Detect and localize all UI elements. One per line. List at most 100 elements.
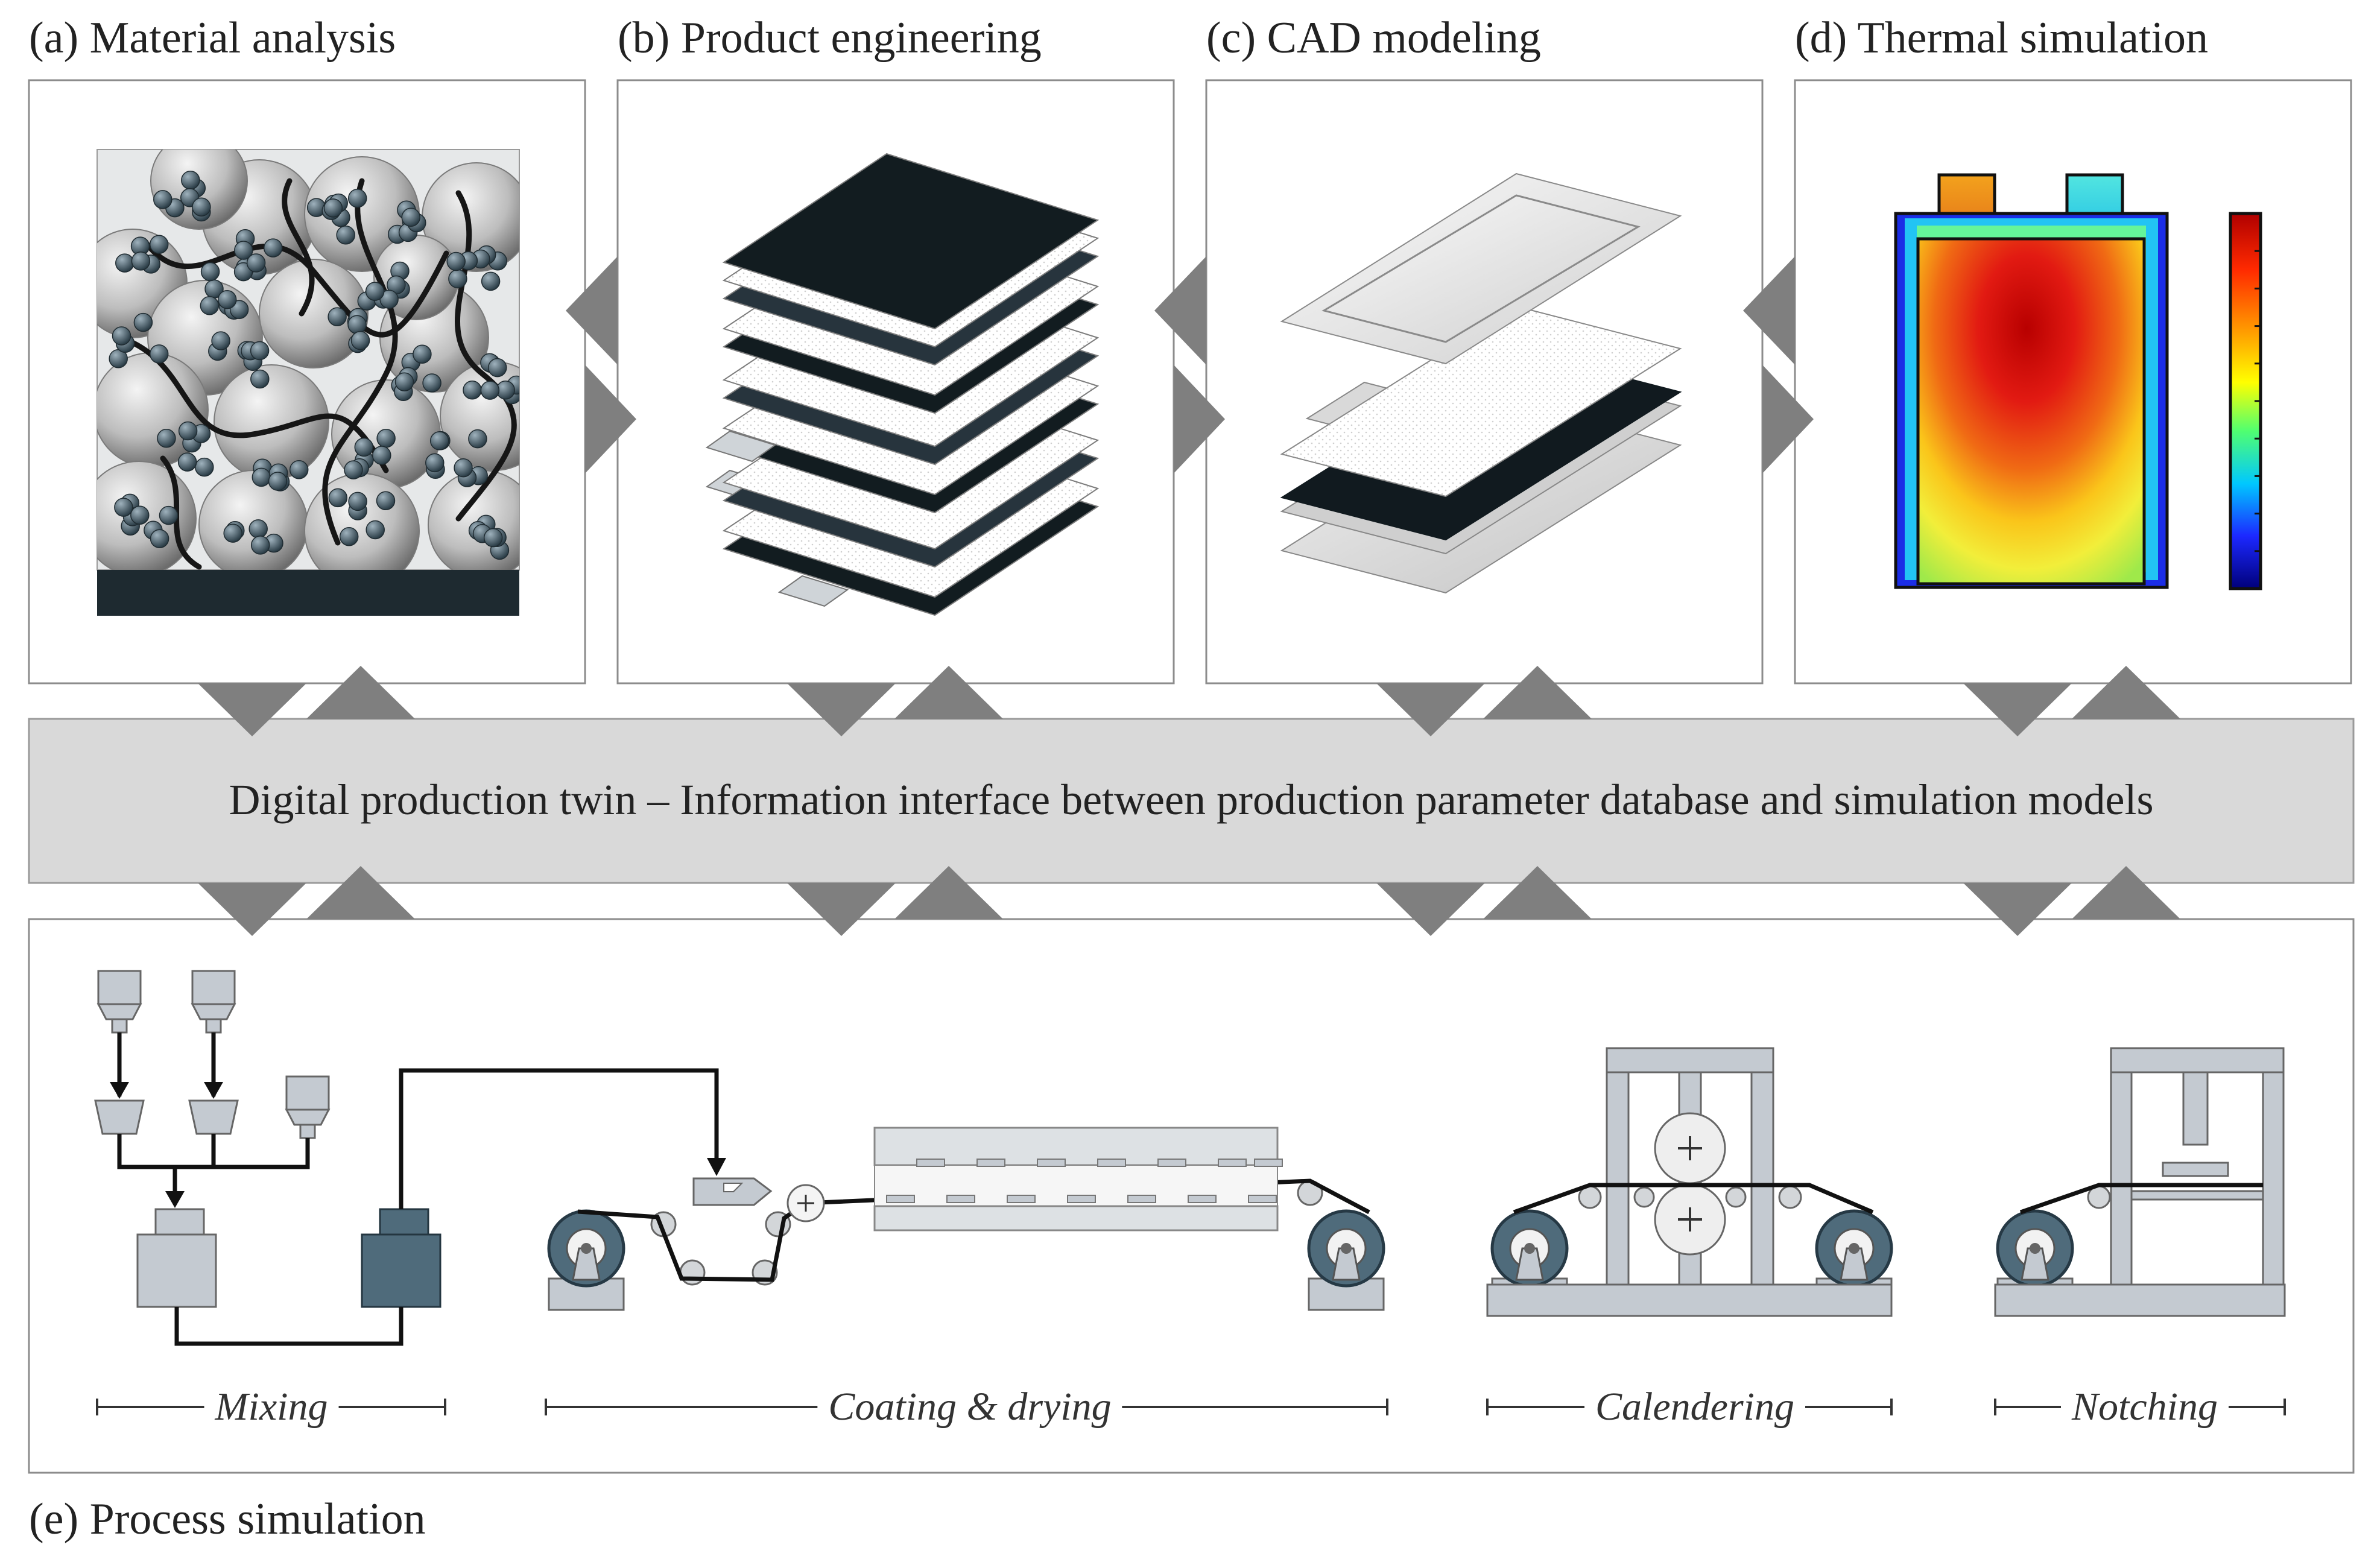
slurry-transfer-line [174,1307,404,1346]
carbon-particle [344,460,363,479]
carbon-particle [425,453,445,473]
carbon-particle [200,296,220,315]
dosing-hopper [285,1075,330,1111]
dryer-nozzle [1007,1195,1036,1203]
arrow-down-to-process [1963,883,2072,936]
panel-e-label: (e) Process simulation [29,1494,426,1544]
carbon-particle [454,458,473,478]
arrow-left-a-b [566,256,618,365]
carbon-particle [347,189,367,208]
rewind-roll-axle [1341,1243,1352,1254]
carbon-particle [429,431,449,451]
carbon-particle [114,498,133,517]
binder-strand [118,335,389,473]
carbon-particle [115,253,135,273]
carbon-particle [149,344,169,364]
carbon-particle [483,528,503,548]
carbon-particle [159,505,179,525]
carbon-particle [463,381,482,400]
dryer-nozzle [1254,1159,1283,1167]
carbon-particle [200,262,220,282]
carbon-particle [376,429,396,448]
dryer-nozzle [1248,1195,1277,1203]
arrow-down-to-process [1376,883,1485,936]
material-microstructure [97,149,520,616]
panel-b-label: (b) Product engineering [618,13,1042,63]
coating-die-slot [723,1183,744,1192]
notching-top-beam [2110,1047,2285,1073]
carbon-particle [347,315,367,334]
dryer-nozzle [1097,1159,1126,1167]
dosing-hopper [111,1018,128,1034]
carbon-particle [401,207,421,227]
carbon-particle [211,331,230,350]
carbon-particle [246,253,266,273]
carbon-particle [131,251,151,271]
arrow-up-from-twin [306,666,415,719]
carbon-particle [448,269,467,289]
carbon-particle [487,358,507,378]
dryer-nozzle [1067,1195,1096,1203]
step-calendering-label: Calendering [1584,1387,1805,1427]
dosing-hopper [205,1018,222,1034]
guide-roller [1725,1186,1747,1208]
arrow-right-a-b [585,365,636,473]
step-mixing-label: Mixing [204,1387,339,1427]
mixing-funnel [188,1099,239,1135]
carbon-particle [323,198,343,218]
carbon-particle [446,251,466,271]
carbon-particle [413,344,432,364]
carbon-particle [289,460,309,479]
carbon-particle [192,197,211,217]
notching-punch-head [2162,1162,2229,1177]
process-line [94,970,2286,1415]
carbon-particle [328,307,347,326]
arrow-down-to-twin [787,683,896,736]
calender-rewind-axle [1849,1243,1859,1254]
carbon-particle [468,429,487,449]
notching-frame [2110,1071,2133,1286]
dryer-nozzle [1037,1159,1066,1167]
layer-tab [705,430,777,463]
unwind-roll-axle [581,1243,592,1254]
carbon-particle [157,429,176,448]
carbon-particle [234,241,253,260]
dryer-nozzle [946,1195,975,1203]
carbon-particle [480,381,500,400]
arrow-up-from-process [2072,866,2180,919]
current-collector [97,570,519,616]
notching-die [2130,1190,2264,1201]
active-particle [214,364,329,480]
unwind-roll-stand [572,1247,601,1281]
panel-a-label: (a) Material analysis [29,13,396,63]
carbon-particle [250,369,270,389]
dryer-nozzle [976,1159,1005,1167]
arrow-right-b-c [1174,365,1225,473]
calender-rewind-stand [1840,1247,1869,1281]
layer-tab [777,575,849,607]
feed-arrow [707,1158,726,1176]
notching-web [2019,1183,2263,1215]
rewind-roll-stand [1332,1247,1361,1281]
carbon-particle [339,526,359,546]
feed-arrow [204,1082,223,1099]
binder-strand [455,190,517,522]
panel-c-label: (c) CAD modeling [1206,13,1541,63]
carbon-particle [177,452,197,472]
notching-unwind-axle [2030,1243,2040,1254]
step-notching-label: Notching [2061,1387,2229,1427]
carbon-particle [354,437,374,457]
mixer-top [154,1208,205,1236]
carbon-particle [149,235,169,254]
calender-roll-mark [1678,1136,1702,1231]
carbon-particle [178,421,198,441]
carbon-particle [268,472,288,491]
calender-base [1486,1283,1893,1317]
dryer-nozzle [886,1195,915,1203]
coating-roller-mark [797,1195,814,1212]
calender-unwind-stand [1515,1247,1544,1281]
carbon-particle [328,488,348,508]
calender-frame [1750,1071,1774,1286]
